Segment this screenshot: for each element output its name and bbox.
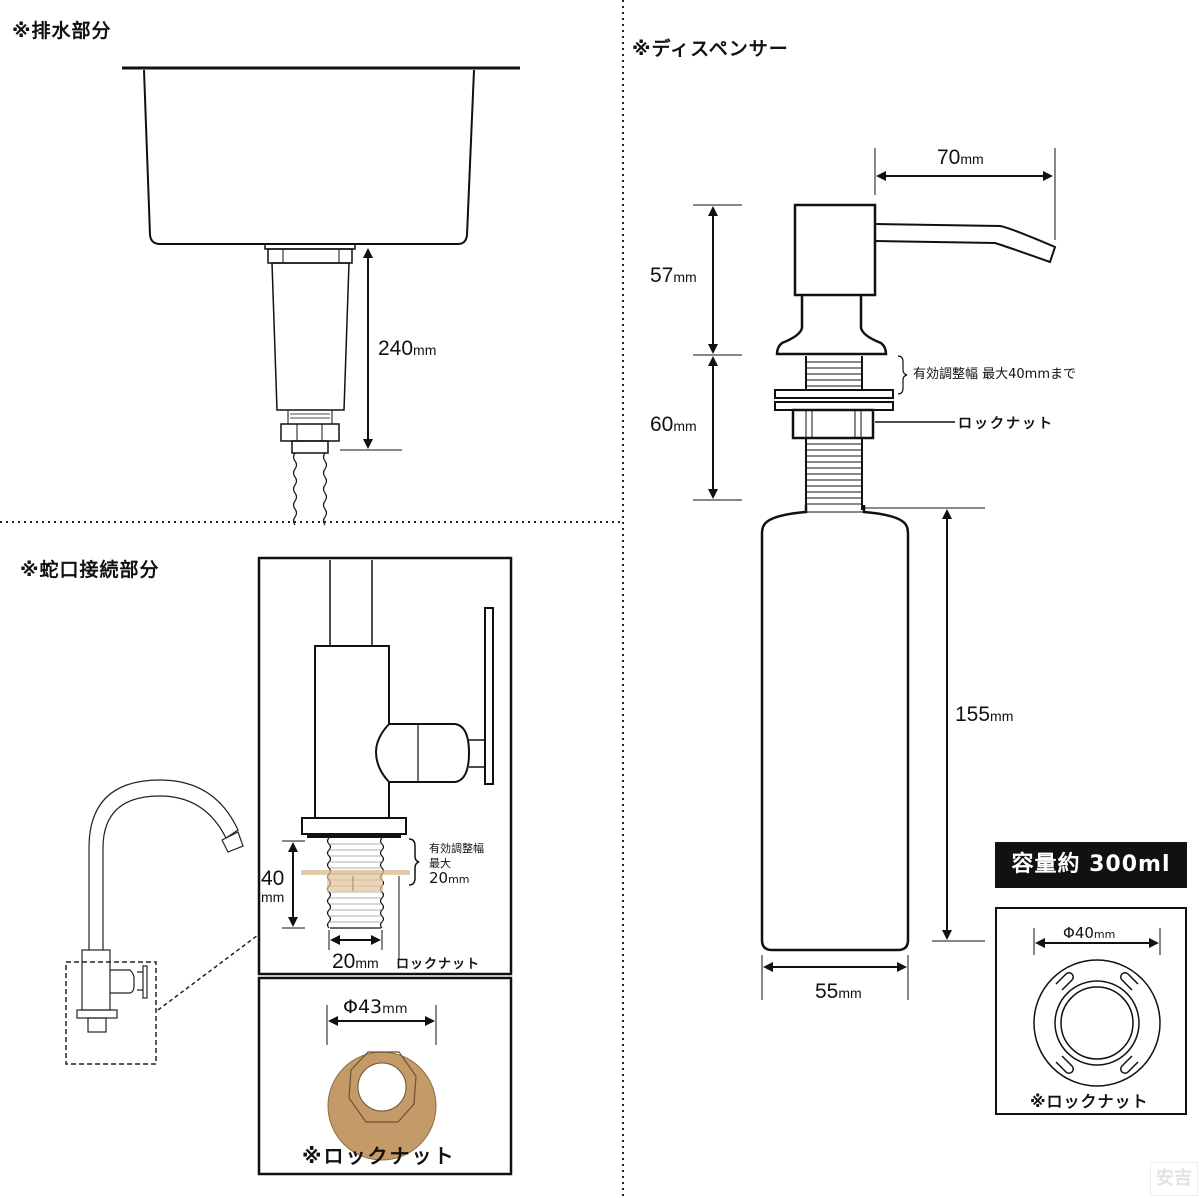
faucet-adjust-note-line1: 有効調整幅 [429, 842, 484, 855]
dispenser-inset-caption: ※ロックナット [1030, 1092, 1149, 1111]
faucet-body-small [81, 949, 111, 1011]
faucet-inset-diameter-label: Φ43mm [343, 996, 407, 1018]
faucet-adjust-note: 有効調整幅 最大 20mm [429, 841, 484, 887]
bottle-width-unit: mm [838, 985, 862, 1001]
washer-1 [774, 389, 894, 399]
sink-bowl [143, 69, 475, 245]
brass-locknut-hex [348, 1051, 417, 1123]
brass-locknut-hole [357, 1062, 407, 1112]
capacity-badge: 容量約 300ml [995, 842, 1187, 888]
locknut-tabs [1055, 972, 1139, 1074]
faucet-adjust-note-line2: 最大 [429, 857, 451, 870]
drain-pipe [271, 262, 350, 411]
adjust-brace [897, 355, 908, 395]
dispenser-inset-diameter-unit: mm [1093, 928, 1116, 941]
dispenser-inset-diameter-value: 40 [1074, 924, 1094, 942]
drain-hose-left [292, 452, 298, 526]
faucet-base [301, 817, 407, 835]
faucet-section-title: ※蛇口接続部分 [20, 559, 160, 581]
faucet-adjust-note-unit: mm [448, 873, 470, 886]
faucet-inset-diameter-value: 43 [357, 996, 383, 1018]
pump-spout [874, 223, 1057, 264]
sink-drawing [122, 66, 520, 526]
dispenser-section-title: ※ディスペンサー [632, 38, 789, 60]
faucet-width-label: 20mm [332, 950, 379, 974]
drain-nut [280, 423, 340, 442]
drain-section-title: ※排水部分 [12, 20, 112, 42]
dispenser-drawing [693, 148, 1057, 1000]
faucet-adjust-note-value: 20 [429, 869, 449, 887]
faucet-washer [301, 870, 410, 875]
faucet-overview [65, 779, 259, 1065]
diameter-symbol: Φ [1063, 924, 1075, 942]
faucet-shank-right [379, 837, 385, 929]
watermark-logo: 安吉 [1150, 1162, 1198, 1196]
spout-width-unit: mm [960, 151, 984, 167]
faucet-width-value: 20 [332, 950, 356, 973]
zoom-region-box [65, 961, 157, 1065]
faucet-detail-drawing [257, 556, 513, 976]
faucet-spout [88, 779, 239, 950]
dispenser-locknut-inset [995, 907, 1187, 1115]
locknut-inner-ring-2 [1060, 986, 1134, 1060]
head-height-label: 57mm [650, 264, 697, 288]
head-height-value: 57 [650, 264, 674, 287]
drain-thread [287, 409, 333, 425]
zoom-leader [157, 934, 259, 1011]
drain-height-value: 240 [378, 337, 414, 360]
faucet-lever-body [374, 723, 471, 783]
faucet-body [314, 645, 390, 819]
faucet-height-value: 40 [261, 867, 285, 890]
spout-width-value: 70 [937, 146, 961, 169]
bottle-height-label: 155mm [955, 703, 1013, 727]
bottle-width-label: 55mm [815, 980, 862, 1004]
detail-frame [257, 556, 513, 976]
faucet-locknut [327, 875, 383, 892]
pump-neck [775, 295, 888, 356]
faucet-height-unit: mm [261, 889, 285, 905]
faucet-locknut-inset [257, 976, 513, 1176]
faucet-locknut-label: ロックナット [396, 957, 481, 972]
faucet-inset-diameter-unit: mm [382, 1002, 408, 1017]
spout-width-label: 70mm [937, 146, 984, 170]
dispenser-inset-diameter-label: Φ40mm [1063, 924, 1115, 942]
pump-head [793, 203, 877, 297]
faucet-width-unit: mm [355, 955, 379, 971]
bottle-height-value: 155 [955, 703, 991, 726]
bottle-height-unit: mm [990, 708, 1014, 724]
diameter-symbol: Φ [343, 996, 358, 1018]
faucet-handle [484, 607, 494, 785]
drain-height-unit: mm [413, 342, 437, 358]
dispenser-locknut [791, 408, 875, 440]
shank-height-label: 60mm [650, 413, 697, 437]
bottle-width-value: 55 [815, 980, 839, 1003]
faucet-inset-caption: ※ロックナット [302, 1144, 456, 1168]
shank-height-unit: mm [673, 418, 697, 434]
drain-hose-right [322, 452, 328, 526]
section-dividers [0, 0, 624, 1198]
faucet-thread-small [87, 1017, 107, 1033]
locknut-outer-ring [1033, 959, 1161, 1087]
faucet-adjust-brace [408, 838, 420, 886]
dispenser-locknut-label: ロックナット [958, 416, 1054, 432]
shank-threads-top [806, 361, 862, 387]
dispenser-adjust-note: 有効調整幅 最大40mmまで [913, 367, 1077, 382]
locknut-inner-ring-1 [1054, 980, 1140, 1066]
shank-height-value: 60 [650, 413, 674, 436]
head-height-unit: mm [673, 269, 697, 285]
bottle [760, 505, 910, 952]
drain-height-label: 240mm [378, 337, 436, 361]
shank-threads-bottom [806, 443, 862, 505]
